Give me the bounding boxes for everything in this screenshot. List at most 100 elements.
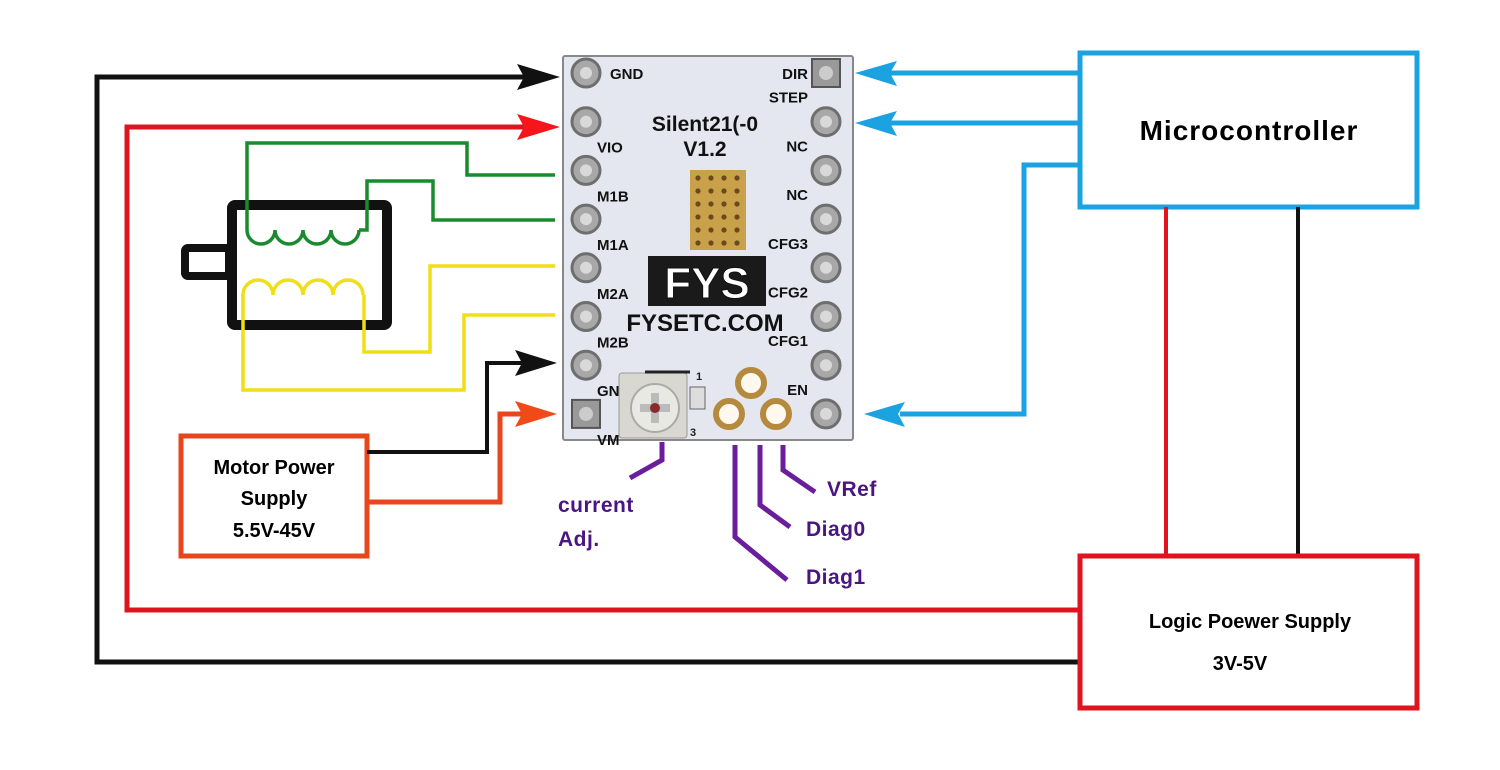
pot-mark-3: 3 <box>690 427 696 439</box>
diag0-label: Diag0 <box>806 518 866 541</box>
thermal-via <box>695 214 701 220</box>
right-pin-2: STEP <box>769 90 842 138</box>
left-pin-label: GND <box>610 66 644 83</box>
right-pin-label: EN <box>787 382 808 399</box>
motor-vm-arrow-icon <box>515 401 557 427</box>
left-pin-label: M1A <box>597 237 629 254</box>
gnd-arrow-icon <box>517 64 560 90</box>
left-pin-1: GND <box>570 57 644 89</box>
en-arrow-icon <box>864 402 905 427</box>
left-pin-label: M2B <box>597 335 629 352</box>
thermal-via <box>734 227 740 233</box>
thermal-via <box>708 214 714 220</box>
right-pin-6: CFG2 <box>768 285 842 332</box>
left-pin-6: M2B <box>570 301 629 352</box>
microcontroller-block: Microcontroller <box>1077 50 1420 210</box>
board-website: FYSETC.COM <box>626 310 783 337</box>
right-pin-label: NC <box>786 187 808 204</box>
motor-coil-b <box>241 264 555 392</box>
logic-power-supply-block: Logic Poewer Supply 3V-5V <box>1077 553 1420 711</box>
motor-supply-label-line1: Motor Power <box>213 457 334 479</box>
thermal-via <box>695 188 701 194</box>
vref-label: VRef <box>827 478 877 501</box>
fys-logo-box <box>648 256 766 306</box>
gnd-wire-logic <box>94 64 1080 665</box>
dir-signal-wire <box>855 61 1080 86</box>
motor-coil-a <box>245 141 555 246</box>
annotation-diag0: Diag0 <box>757 445 866 541</box>
fys-logo: FYS <box>664 259 750 308</box>
thermal-via <box>734 188 740 194</box>
thermal-via <box>721 227 727 233</box>
stepper-motor <box>181 200 392 330</box>
diag1-pad <box>713 398 745 430</box>
thermal-via <box>721 175 727 181</box>
right-pin-4: NC <box>786 187 842 235</box>
right-pin-label: CFG2 <box>768 285 808 302</box>
right-pin-5: CFG3 <box>768 236 842 284</box>
vio-arrow-icon <box>517 114 560 140</box>
motor-power-supply-block: Motor Power Supply 5.5V-45V <box>178 433 370 559</box>
microcontroller-label: Microcontroller <box>1140 115 1359 146</box>
dir-arrow-icon <box>855 61 897 86</box>
right-pin-1: DIR <box>782 58 841 88</box>
current-adj-label-line1: current <box>558 494 634 517</box>
motor-gnd-arrow-icon <box>515 350 557 376</box>
annotation-vref: VRef <box>780 445 877 501</box>
thermal-via <box>708 201 714 207</box>
left-pin-label: M1B <box>597 188 629 205</box>
thermal-via <box>695 175 701 181</box>
motor-supply-gnd-wire <box>367 350 557 454</box>
step-arrow-icon <box>855 111 897 136</box>
left-pin-label: VIO <box>597 140 623 157</box>
board-name: Silent21(-0 <box>652 113 758 136</box>
thermal-via <box>708 188 714 194</box>
right-pin-label: CFG1 <box>768 333 808 350</box>
logic-supply-label: Logic Poewer Supply <box>1149 611 1352 633</box>
thermal-via <box>708 227 714 233</box>
right-pin-label: DIR <box>782 66 808 83</box>
right-pin-label: CFG3 <box>768 236 808 253</box>
thermal-via <box>695 201 701 207</box>
right-pin-label: NC <box>786 138 808 155</box>
thermal-via <box>695 227 701 233</box>
current-adj-label-line2: Adj. <box>558 528 600 551</box>
current-adjust-potentiometer: 1 3 <box>618 370 706 439</box>
right-pin-label: STEP <box>769 90 808 107</box>
thermal-via <box>721 201 727 207</box>
thermal-via <box>734 240 740 246</box>
annotation-diag1: Diag1 <box>732 445 866 589</box>
left-pin-2: VIO <box>570 106 623 157</box>
chip-thermal-pad <box>690 170 746 250</box>
left-pin-7: GND <box>570 349 631 400</box>
motor-supply-voltage: 5.5V-45V <box>233 520 316 542</box>
thermal-via <box>695 240 701 246</box>
thermal-via <box>721 214 727 220</box>
motor-supply-label-line2: Supply <box>241 488 309 510</box>
thermal-via <box>734 175 740 181</box>
thermal-via <box>708 175 714 181</box>
left-pin-label: VM <box>597 432 620 449</box>
thermal-via <box>708 240 714 246</box>
thermal-via <box>734 201 740 207</box>
left-pin-5: M2A <box>570 252 629 303</box>
thermal-via <box>734 214 740 220</box>
vio-wire-logic <box>124 114 1080 613</box>
step-signal-wire <box>855 111 1080 136</box>
pot-mark-1: 1 <box>696 371 702 383</box>
right-pin-8: EN <box>787 382 842 430</box>
vref-pad <box>735 367 767 399</box>
right-pin-3: NC <box>786 138 842 186</box>
thermal-via <box>721 188 727 194</box>
logic-supply-voltage: 3V-5V <box>1213 653 1268 675</box>
left-pin-8: VM <box>571 398 620 449</box>
test-pads <box>713 367 792 430</box>
left-pin-label: M2A <box>597 286 629 303</box>
left-pin-4: M1A <box>570 203 629 254</box>
board-version: V1.2 <box>683 138 726 161</box>
left-pin-3: M1B <box>570 154 629 205</box>
diag1-label: Diag1 <box>806 566 866 589</box>
en-signal-wire <box>864 162 1080 427</box>
